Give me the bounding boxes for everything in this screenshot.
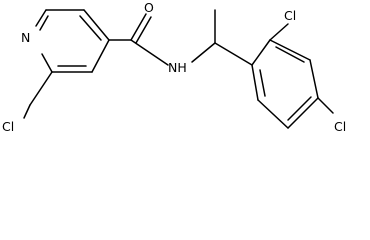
bond xyxy=(269,39,311,61)
bond xyxy=(191,42,216,63)
bond xyxy=(269,23,289,41)
bond xyxy=(39,15,49,31)
atom-label-cl: Cl xyxy=(334,119,346,134)
amide-group xyxy=(108,13,216,66)
bond xyxy=(79,15,102,41)
bond xyxy=(41,53,53,73)
bond xyxy=(83,9,110,41)
bond xyxy=(287,96,312,121)
pyridine-ring xyxy=(29,9,110,106)
atom-label-cl: Cl xyxy=(284,8,296,23)
bond xyxy=(257,99,289,129)
bond xyxy=(35,9,47,27)
molecule-structure: Cl N O NH Cl Cl xyxy=(2,0,346,134)
atom-label-n: N xyxy=(21,30,30,45)
bond xyxy=(251,39,271,66)
chlorine-bonds xyxy=(23,23,334,119)
ethyl-branch xyxy=(214,9,253,66)
bond xyxy=(259,69,266,97)
dichlorophenyl-ring xyxy=(251,39,319,129)
bond xyxy=(309,59,319,99)
bond xyxy=(130,13,147,41)
bond xyxy=(91,39,110,73)
bond xyxy=(29,71,53,106)
atom-label-o: O xyxy=(144,0,154,15)
bond xyxy=(135,16,152,44)
atom-label-nh: NH xyxy=(168,60,187,75)
atom-label-cl: Cl xyxy=(2,119,14,134)
bond xyxy=(23,104,31,119)
bond xyxy=(214,42,253,66)
bond xyxy=(287,97,319,129)
bond xyxy=(275,46,305,63)
bond xyxy=(317,97,334,114)
bond xyxy=(130,39,169,66)
bond xyxy=(251,64,259,101)
structure-canvas: Cl N O NH Cl Cl xyxy=(2,0,346,134)
